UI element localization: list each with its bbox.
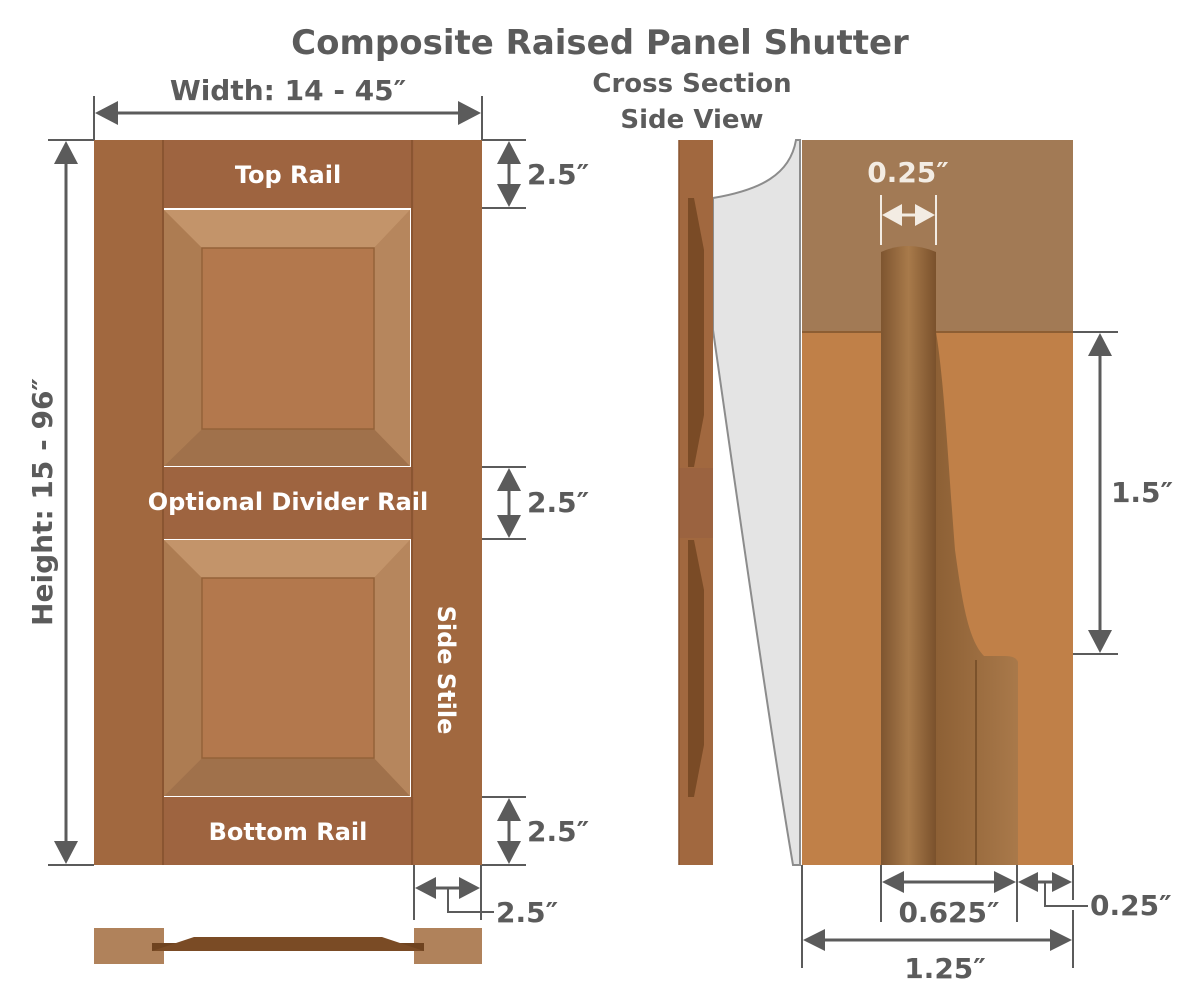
cross-section-title-line2: Side View [620, 105, 763, 135]
detail-tongue [881, 246, 936, 865]
top-rail-label: Top Rail [235, 161, 341, 189]
divider-rail [162, 467, 414, 539]
width-label: Width: 14 - 45″ [170, 74, 406, 107]
stile-width-dimension: 2.5″ [413, 865, 558, 929]
front-view: Top Rail Optional Divider Rail Bottom Ra… [94, 140, 482, 865]
top-rail [162, 140, 414, 208]
step-height-dimension: 1.5″ [1073, 331, 1173, 655]
width-dimension: Width: 14 - 45″ [93, 74, 483, 140]
tongue-width-dim: 0.25″ [867, 156, 949, 189]
step-height-dim: 1.5″ [1111, 476, 1173, 509]
lower-panel-face [202, 578, 374, 758]
divider-rail-dim: 2.5″ [527, 486, 589, 519]
detail-upper-block [802, 140, 1073, 332]
diagram-title: Composite Raised Panel Shutter [291, 23, 909, 63]
divider-rail-dimension: 2.5″ [482, 466, 589, 540]
edge-dimension: 0.25″ [1018, 865, 1172, 922]
divider-rail-label: Optional Divider Rail [148, 488, 428, 516]
bottom-rail-dim: 2.5″ [527, 815, 589, 848]
lower-raised-panel [164, 540, 410, 796]
enlarged-detail [802, 140, 1073, 865]
right-stile [412, 140, 482, 865]
total-depth-dim: 1.25″ [904, 952, 986, 985]
edge-dim: 0.25″ [1090, 889, 1172, 922]
side-stile-label: Side Stile [432, 606, 460, 735]
left-stile [94, 140, 164, 865]
upper-raised-panel [164, 210, 410, 466]
top-rail-dimension: 2.5″ [482, 139, 589, 209]
tongue-width-dimension: 0.25″ [867, 156, 949, 245]
upper-panel-face [202, 248, 374, 429]
panel-depth-dim: 0.625″ [898, 896, 999, 929]
height-dimension: Height: 15 - 96″ [26, 139, 94, 866]
bottom-rail-label: Bottom Rail [209, 818, 368, 846]
side-profile-strip [678, 140, 713, 865]
bottom-rail-dimension: 2.5″ [482, 796, 589, 866]
bottom-rail [162, 797, 414, 865]
detail-panel-step [936, 332, 1018, 865]
top-rail-dim: 2.5″ [527, 158, 589, 191]
bottom-section-strip [94, 928, 482, 964]
total-depth-dimension: 1.25″ [801, 865, 1074, 985]
stile-width-dim: 2.5″ [496, 896, 558, 929]
panel-depth-dimension: 0.625″ [880, 865, 1018, 929]
detail-callout-wedge [712, 139, 801, 866]
cross-section-title-line1: Cross Section [592, 69, 791, 99]
height-label: Height: 15 - 96″ [26, 378, 59, 626]
